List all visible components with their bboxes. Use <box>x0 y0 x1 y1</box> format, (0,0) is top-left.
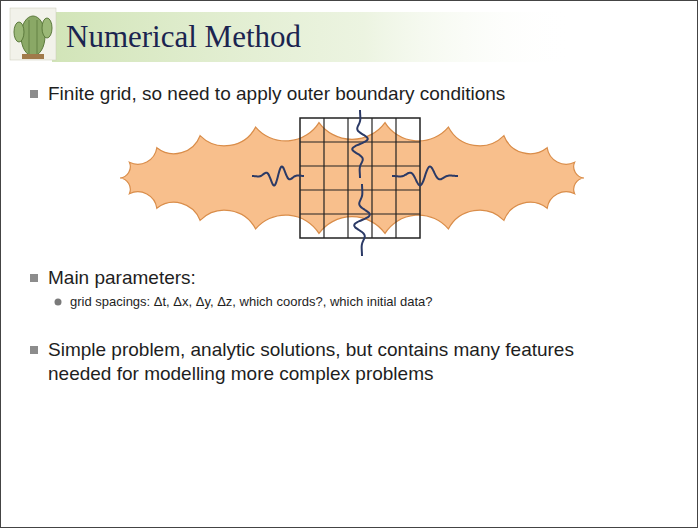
cactus-icon <box>10 8 56 60</box>
grid-line <box>323 118 324 238</box>
wave-packet <box>354 184 370 256</box>
grid-line <box>300 141 420 142</box>
grid-line <box>300 189 420 190</box>
bullet-square <box>30 90 38 98</box>
bullet-dot <box>55 299 62 306</box>
title-band <box>52 12 572 62</box>
slide-title: Numerical Method <box>66 20 301 54</box>
bullet-markers <box>30 90 62 354</box>
wave-packet <box>352 110 368 178</box>
bullet-text: Simple problem, analytic solutions, but … <box>48 338 638 386</box>
wave-packet <box>392 167 458 186</box>
cloud-illustration <box>120 123 584 234</box>
grid-line <box>347 118 348 238</box>
cloud-shape <box>120 123 584 234</box>
sub-bullet-text: grid spacings: Δt, Δx, Δy, Δz, which coo… <box>70 294 670 310</box>
bullet-text: Main parameters: <box>48 266 648 290</box>
grid-line <box>371 118 372 238</box>
wave-packet <box>252 167 304 186</box>
bullet-text: Finite grid, so need to apply outer boun… <box>48 82 668 106</box>
bullet-square <box>30 274 38 282</box>
grid-line <box>300 213 420 214</box>
grid-line <box>395 118 396 238</box>
wave-illustration <box>252 110 458 256</box>
bullet-square <box>30 346 38 354</box>
